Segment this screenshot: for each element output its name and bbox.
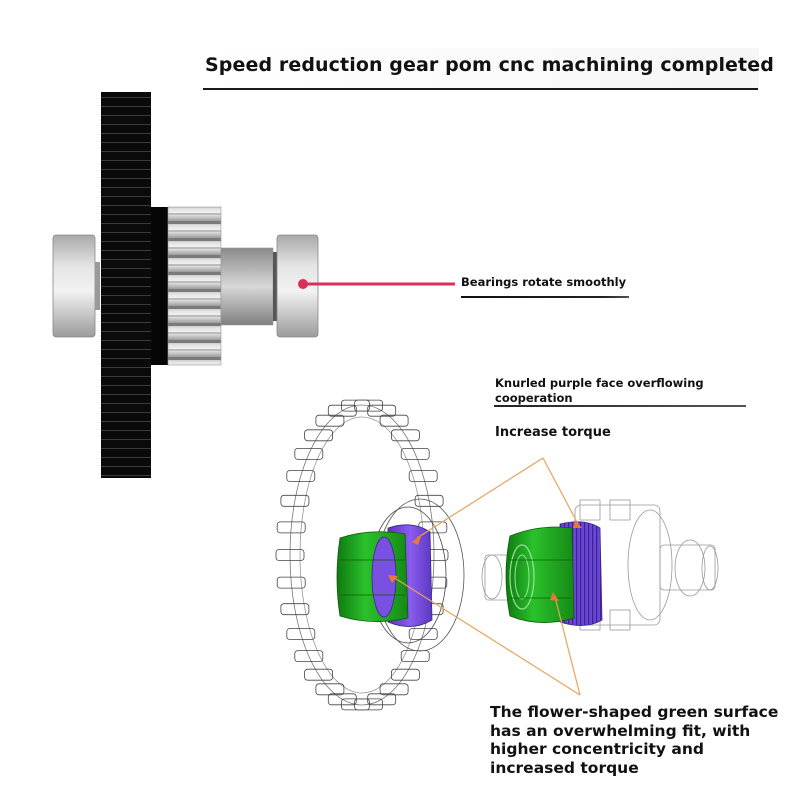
black-spur-gear xyxy=(101,92,151,478)
gear-tooth xyxy=(408,628,438,640)
gear-tooth xyxy=(379,414,409,427)
gear-tooth xyxy=(315,683,345,696)
gear-tooth xyxy=(327,693,357,706)
torque-callout-label: Increase torque xyxy=(495,425,611,440)
callout-dot-icon xyxy=(298,279,308,289)
black-hub xyxy=(151,207,168,365)
gear-tooth xyxy=(294,650,324,662)
side-view-assembly xyxy=(52,92,319,478)
gear-tooth xyxy=(275,549,305,561)
torque-arrows xyxy=(392,457,581,696)
bearings-callout-underline xyxy=(461,296,629,298)
shaft-groove xyxy=(273,252,277,321)
gear-tooth xyxy=(408,470,438,482)
left-hub-insert xyxy=(336,524,433,627)
knurled-callout-underline xyxy=(494,405,746,407)
gear-tooth xyxy=(286,628,316,640)
gear-tooth xyxy=(276,521,306,534)
shaft xyxy=(220,247,274,326)
gear-tooth xyxy=(315,414,345,427)
knurled-callout-label: Knurled purple face overflowing cooperat… xyxy=(495,376,704,405)
gear-tooth xyxy=(304,668,334,681)
gear-tooth xyxy=(280,494,310,507)
gear-tooth xyxy=(379,683,409,696)
flower-surface-callout-label: The flower-shaped green surface has an o… xyxy=(490,703,779,777)
gear-tooth xyxy=(276,576,306,589)
gear-tooth xyxy=(280,603,310,616)
title-shade xyxy=(203,48,759,88)
gear-tooth xyxy=(367,404,397,417)
right-bearing xyxy=(276,234,319,338)
gear-tooth xyxy=(414,494,444,507)
gear-tooth xyxy=(304,429,334,442)
title-underline xyxy=(203,88,758,90)
bearings-callout-label: Bearings rotate smoothly xyxy=(461,275,627,289)
left-shaft-stub xyxy=(95,262,100,310)
page-title: Speed reduction gear pom cnc machining c… xyxy=(205,54,774,76)
arrowhead-icons xyxy=(388,520,582,601)
gear-tooth xyxy=(390,429,420,442)
metal-pinion xyxy=(167,206,222,366)
left-bearing xyxy=(52,234,96,338)
gear-tooth xyxy=(294,447,324,460)
gear-tooth xyxy=(286,470,316,482)
wireframe-pinion xyxy=(481,499,719,631)
gear-tooth xyxy=(400,447,430,460)
gear-tooth xyxy=(390,668,420,681)
right-hub-insert xyxy=(505,521,603,626)
